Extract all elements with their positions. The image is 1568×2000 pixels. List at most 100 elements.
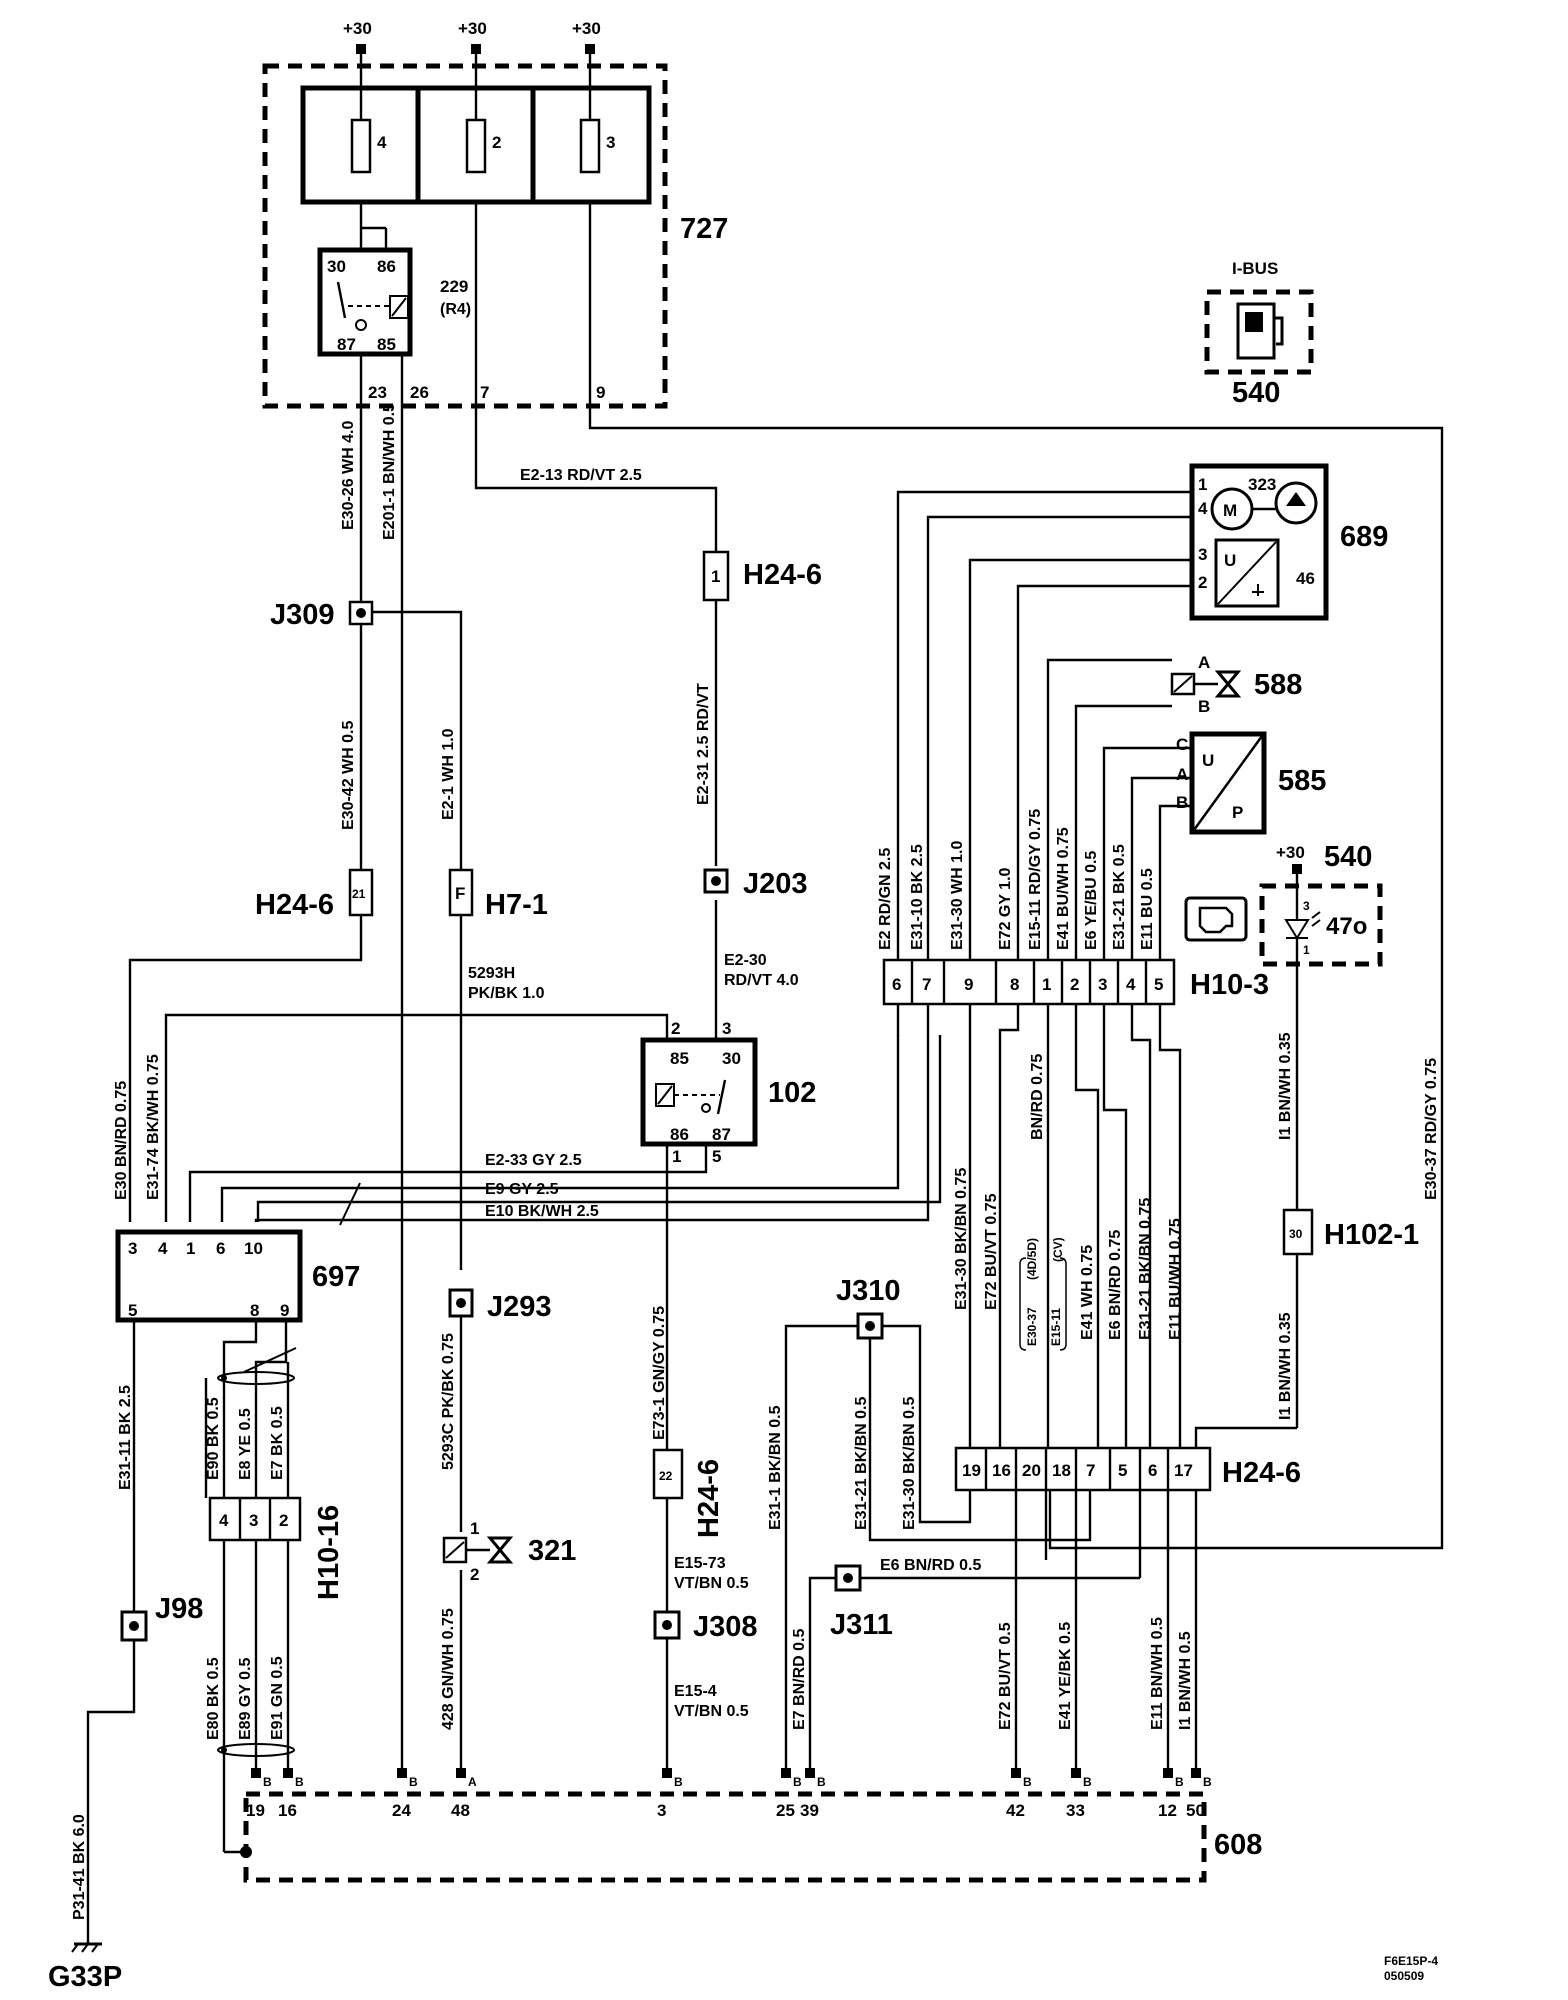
relay102-term-1: 1 [672, 1147, 681, 1166]
sensor585-p: P [1232, 803, 1243, 822]
wire-e31-74: E31-74 BK/WH 0.75 [145, 1054, 162, 1200]
h102-1-connector: 30 H102-1 [1282, 1208, 1419, 1256]
wire-e31-11: E31-11 BK 2.5 [117, 1385, 134, 1490]
h10-16-label: H10-16 [313, 1505, 345, 1600]
ecu-pin-type: B [674, 1775, 683, 1789]
m697-pin-4: 4 [158, 1239, 168, 1258]
module697-wires [86, 1320, 297, 1930]
ecu-pin-terminal [1071, 1768, 1081, 1778]
h24-6b-pin-16: 16 [992, 1461, 1011, 1480]
h24-6b-pin-6: 6 [1148, 1461, 1157, 1480]
sensor585-u: U [1202, 751, 1214, 770]
pump-unit-689: M 323 U 46 1 4 3 2 689 [1189, 463, 1388, 621]
wire-v-e41: E41 BU/WH 0.75 [1055, 827, 1072, 950]
wire-e2-13: E2-13 RD/VT 2.5 [520, 467, 642, 484]
wire-v-e2: E2 RD/GN 2.5 [877, 848, 894, 950]
valve588-id: 588 [1254, 669, 1302, 701]
h24-6-label-22: H24-6 [693, 1459, 725, 1538]
j308-junction: J308 [653, 1610, 758, 1643]
wire-e90a: E90 BK 0.5 [205, 1397, 222, 1480]
relay229-sub: (R4) [440, 301, 471, 318]
j311-label: J311 [830, 1609, 893, 1641]
wire-e2-1: E2-1 WH 1.0 [440, 728, 457, 820]
ecu-pin-number: 12 [1158, 1801, 1177, 1820]
ecu-pin-number: 3 [657, 1801, 666, 1820]
h24-6b-pin-5: 5 [1118, 1461, 1127, 1480]
pump-motor-symbol: M [1223, 501, 1237, 520]
j98-label: J98 [155, 1593, 203, 1625]
ecu-pin-terminal [781, 1768, 791, 1778]
relay229-id: 229 [440, 277, 468, 296]
fuse-3-label: 3 [606, 133, 615, 152]
upper-right-wires [896, 490, 1192, 960]
ibus-label: I-BUS [1232, 259, 1278, 278]
wire-e31-1: E31-1 BK/BN 0.5 [767, 1405, 784, 1530]
fusebox-727: 4 2 3 727 30 86 87 85 229 (R4) 23 26 7 9 [262, 63, 728, 409]
ecu-pin-number: 24 [392, 1801, 411, 1820]
h10-16-pin-4: 4 [219, 1511, 229, 1530]
sensor-585: U P C A B 585 [1176, 731, 1326, 835]
wire-e2-33: E2-33 GY 2.5 [485, 1152, 582, 1169]
lamp540-lamp: 47o [1326, 913, 1367, 940]
pump-sender-id: 46 [1296, 569, 1315, 588]
wire-b-e41: E41 WH 0.75 [1079, 1245, 1096, 1340]
wire-v-e31-21: E31-21 BK 0.5 [1111, 844, 1128, 950]
j311-junction: J311 E6 BN/RD 0.5 [808, 1490, 1142, 1768]
ecu-pin-number: 50 [1186, 1801, 1205, 1820]
h102-1-pin-30: 30 [1289, 1227, 1303, 1241]
wire-v-e31-10: E31-10 BK 2.5 [909, 844, 926, 950]
ecu-pin-number: 33 [1066, 1801, 1085, 1820]
h10-16-pin-2: 2 [279, 1511, 288, 1530]
wire-e8: E8 YE 0.5 [237, 1408, 254, 1480]
h24-6-label-top: H24-6 [743, 559, 822, 591]
j203-junction: J203 [703, 868, 808, 900]
ecu-608-id: 608 [1214, 1829, 1262, 1861]
h24-6b-pin-18: 18 [1052, 1461, 1071, 1480]
lamp540-pin-1: 1 [1303, 943, 1310, 957]
h7-1-pin-f: F [455, 884, 465, 903]
supply-label-1: +30 [343, 19, 372, 38]
j308-label: J308 [693, 1611, 758, 1643]
wire-e31-30b: E31-30 BK/BN 0.5 [901, 1397, 918, 1530]
h10-3-pin-7: 7 [922, 975, 931, 994]
h10-3-pin-8: 8 [1010, 975, 1019, 994]
wire-v-e6: E6 YE/BU 0.5 [1083, 851, 1100, 950]
wire-e9: E9 GY 2.5 [485, 1181, 559, 1198]
relay229-pin30: 30 [327, 257, 346, 276]
ecu-pin-terminal [1011, 1768, 1021, 1778]
h24-6-pin22-connector: 22 H24-6 [652, 1448, 725, 1538]
ecu-pin-terminal [1191, 1768, 1201, 1778]
wire-p31-41: P31-41 BK 6.0 [71, 1814, 88, 1920]
wire-e30-37: E30-37 RD/GY 0.75 [1423, 1058, 1440, 1200]
relay229-pin86: 86 [377, 257, 396, 276]
wire-e73-1: E73-1 GN/GY 0.75 [651, 1306, 668, 1440]
pump-pin-2: 2 [1198, 573, 1207, 592]
valve-588: A B 588 [1170, 653, 1302, 716]
h10-3-pin-5: 5 [1154, 975, 1163, 994]
module-697: 3 4 1 6 10 5 8 9 697 [115, 1229, 360, 1323]
wire-b-4d5d: (4D/5D) [1025, 1238, 1039, 1280]
valve321-pin-1: 1 [470, 1519, 479, 1538]
pump-sender-u: U [1224, 551, 1236, 570]
wire-e31-21b: E31-21 BK/BN 0.5 [853, 1397, 870, 1530]
ecu-608: 608 [222, 1768, 1262, 1883]
ecu-pin-terminal [1163, 1768, 1173, 1778]
ecu-pin-type: B [793, 1775, 802, 1789]
wire-e6-bnrd: E6 BN/RD 0.5 [880, 1557, 981, 1574]
fuse-2-label: 2 [492, 133, 501, 152]
wire-b-e31-21: E31-21 BK/BN 0.75 [1137, 1198, 1154, 1340]
wire-5293h-b: PK/BK 1.0 [468, 985, 545, 1002]
ibus-id: 540 [1232, 377, 1280, 409]
lamp-540: +30 540 3 1 47o [1184, 841, 1383, 1210]
ground-g33p: G33P P31-41 BK 6.0 [48, 1814, 122, 1993]
lower-right-wires [1014, 1490, 1198, 1768]
ecu-pin-type: B [1203, 1775, 1212, 1789]
wire-e7a: E7 BK 0.5 [269, 1406, 286, 1480]
fusebox-out-26: 26 [410, 383, 429, 402]
ecu-pin-type: B [817, 1775, 826, 1789]
fuse-4-label: 4 [377, 133, 387, 152]
wire-e2-30-a: E2-30 [724, 952, 767, 969]
fusebox-out-23: 23 [368, 383, 387, 402]
j293-junction: J293 [448, 1288, 552, 1323]
ecu-pin-terminal [805, 1768, 815, 1778]
